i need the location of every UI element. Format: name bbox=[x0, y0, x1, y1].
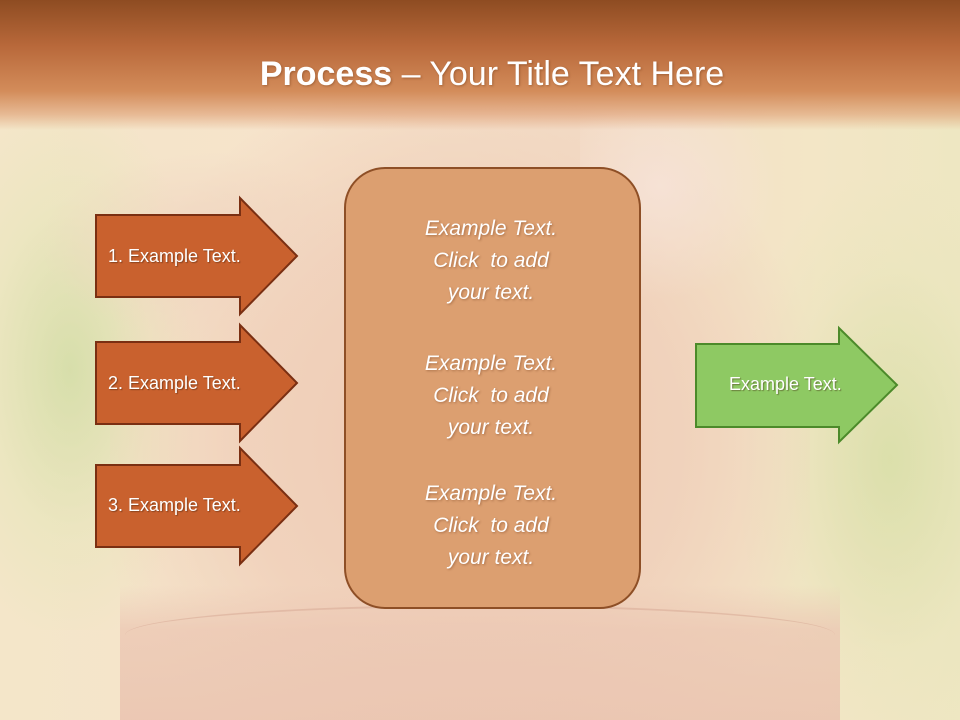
center-text-line: Example Text. bbox=[424, 482, 558, 505]
center-text-line: Click to add bbox=[433, 384, 549, 407]
center-text-block-2: Example Text. Click to add your text. bbox=[345, 348, 637, 444]
input-arrow-1-label: 1. Example Text. bbox=[108, 246, 241, 266]
output-arrow-label: Example Text. bbox=[729, 374, 842, 394]
center-text-line: Click to add bbox=[433, 514, 549, 537]
center-text-line: Example Text. bbox=[424, 352, 558, 375]
input-arrow-1[interactable] bbox=[95, 195, 299, 317]
center-text-line: your text. bbox=[447, 416, 535, 439]
input-arrow-2[interactable] bbox=[95, 322, 299, 444]
input-arrow-3[interactable] bbox=[95, 445, 299, 567]
center-text-line: your text. bbox=[447, 281, 535, 304]
center-text-line: Click to add bbox=[433, 249, 549, 272]
title-rest: – Your Title Text Here bbox=[392, 55, 725, 93]
center-process-box[interactable] bbox=[344, 167, 641, 609]
input-arrow-3-label: 3. Example Text. bbox=[108, 495, 241, 515]
center-text-line: your text. bbox=[447, 546, 535, 569]
title-bold: Process bbox=[259, 55, 393, 93]
center-text-line: Example Text. bbox=[424, 217, 558, 240]
header-band bbox=[0, 0, 960, 130]
center-text-block-1: Example Text. Click to add your text. bbox=[345, 213, 637, 309]
center-text-block-3: Example Text. Click to add your text. bbox=[345, 478, 637, 574]
input-arrow-2-label: 2. Example Text. bbox=[108, 373, 241, 393]
slide-title[interactable]: Process – Your Title Text Here bbox=[0, 52, 960, 96]
output-arrow[interactable] bbox=[695, 325, 899, 445]
